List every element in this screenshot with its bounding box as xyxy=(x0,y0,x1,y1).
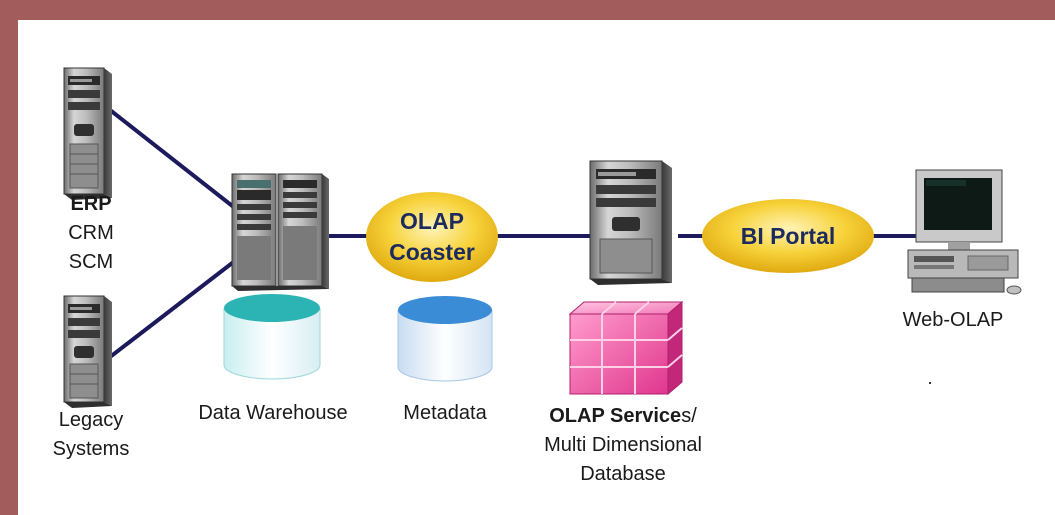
bi-portal-label: BI Portal xyxy=(741,223,836,249)
legacy-label-line1: Legacy xyxy=(58,409,124,431)
crm-label: CRM xyxy=(68,222,114,244)
server-icon-legacy xyxy=(63,295,112,408)
olap-cube-icon xyxy=(568,300,684,396)
olap-services-label: OLAP Services/ Multi Dimensional Databas… xyxy=(523,402,723,489)
olap-services-line2: Multi Dimensional xyxy=(544,434,702,456)
olap-services-bold: OLAP Service xyxy=(549,405,682,427)
server-icon-olap xyxy=(589,160,672,285)
erp-label: ERP xyxy=(70,193,112,215)
architecture-diagram: OLAP Coaster BI Portal xyxy=(63,67,1022,408)
connector-legacy-to-warehouse xyxy=(108,255,242,359)
server-icon-data-warehouse xyxy=(231,173,329,291)
olap-services-line1: OLAP Services/ xyxy=(549,405,697,427)
workstation-icon xyxy=(907,169,1022,295)
stray-dot xyxy=(929,382,931,384)
olap-coaster-oval: OLAP Coaster xyxy=(366,192,498,282)
connector-erp-to-warehouse xyxy=(108,108,242,214)
connector-lines xyxy=(108,108,928,359)
metadata-label: Metadata xyxy=(403,402,487,424)
legacy-label-line2: Systems xyxy=(52,438,130,460)
olap-coaster-label-line2: Coaster xyxy=(389,239,475,265)
bi-portal-oval: BI Portal xyxy=(702,199,874,273)
diagram-frame: OLAP Coaster BI Portal ERP CRM SCM Legac… xyxy=(18,20,1055,515)
metadata-cylinder-icon xyxy=(397,296,493,382)
scm-label: SCM xyxy=(68,251,114,273)
olap-services-line3: Database xyxy=(580,463,666,485)
data-warehouse-cylinder-icon xyxy=(223,294,321,380)
server-icon-erp xyxy=(63,67,112,200)
olap-services-suffix: s/ xyxy=(681,405,697,427)
legacy-systems-label: Legacy Systems xyxy=(46,406,136,464)
data-warehouse-label: Data Warehouse xyxy=(198,402,348,424)
olap-coaster-label-line1: OLAP xyxy=(400,208,464,234)
source-labels: ERP CRM SCM xyxy=(56,190,126,277)
web-olap-label: Web-OLAP xyxy=(902,309,1004,331)
